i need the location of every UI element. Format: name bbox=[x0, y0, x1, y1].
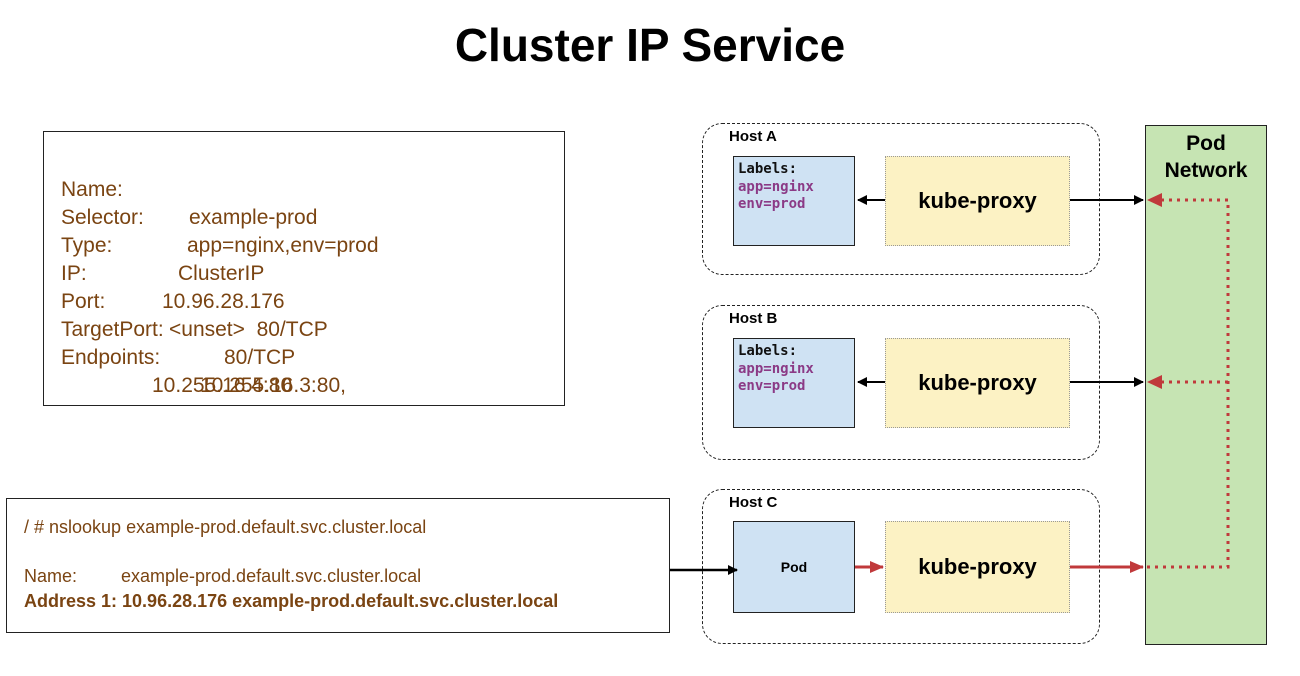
nslookup-name-value: example-prod.default.svc.cluster.local bbox=[121, 566, 422, 586]
service-name-row: Name: example-prod bbox=[44, 148, 564, 229]
service-targetport-key: TargetPort: bbox=[61, 318, 164, 341]
service-name-value: example-prod bbox=[189, 206, 318, 229]
host-b-title: Host B bbox=[729, 310, 778, 327]
pod-network: Pod Network bbox=[1145, 125, 1267, 645]
host-c-kube-proxy: kube-proxy bbox=[885, 521, 1070, 613]
pod-network-route-head-a bbox=[1147, 193, 1162, 207]
host-b-label-app: app=nginx bbox=[738, 361, 814, 377]
service-ip-row: IP: 10.96.28.176 bbox=[44, 232, 564, 313]
nslookup-name-key: Name: bbox=[24, 566, 78, 586]
service-endpoints-row-2: 10.255.16.4:80 bbox=[44, 344, 564, 397]
service-selector-row: Selector: app=nginx,env=prod bbox=[44, 176, 564, 257]
service-ip-value: 10.96.28.176 bbox=[162, 290, 285, 313]
pod-network-route-head-b bbox=[1147, 375, 1162, 389]
service-targetport-value: 80/TCP bbox=[224, 346, 296, 369]
service-name-key: Name: bbox=[61, 178, 123, 201]
pod-network-label-line2: Network bbox=[1164, 159, 1248, 182]
service-endpoint-2: 10.255.16.4:80 bbox=[152, 374, 293, 397]
service-selector-key: Selector: bbox=[61, 206, 144, 229]
nslookup-output-box: / # nslookup example-prod.default.svc.cl… bbox=[6, 498, 670, 633]
service-port-row: Port: <unset> 80/TCP bbox=[44, 260, 564, 341]
service-targetport-row: TargetPort: 80/TCP bbox=[44, 288, 564, 369]
host-a-kube-proxy: kube-proxy bbox=[885, 156, 1070, 246]
nslookup-command: / # nslookup example-prod.default.svc.cl… bbox=[24, 517, 427, 537]
service-port-key: Port: bbox=[61, 290, 106, 313]
service-endpoints-key: Endpoints: bbox=[61, 346, 161, 369]
host-b-labels-box: Labels: app=nginx env=prod bbox=[733, 338, 855, 428]
service-selector-value: app=nginx,env=prod bbox=[187, 234, 379, 257]
host-a-labels-title: Labels: bbox=[738, 161, 798, 177]
service-endpoint-1: 10.255.16.3:80, bbox=[200, 374, 346, 397]
service-port-value: <unset> 80/TCP bbox=[169, 318, 328, 341]
host-b-kube-proxy: kube-proxy bbox=[885, 338, 1070, 428]
service-ip-key: IP: bbox=[61, 262, 87, 285]
service-type-row: Type: ClusterIP bbox=[44, 204, 564, 285]
host-a-label-app: app=nginx bbox=[738, 179, 814, 195]
host-a-title: Host A bbox=[729, 128, 777, 145]
service-type-key: Type: bbox=[61, 234, 113, 257]
nslookup-address: Address 1: 10.96.28.176 example-prod.def… bbox=[24, 591, 559, 611]
host-a-labels-box: Labels: app=nginx env=prod bbox=[733, 156, 855, 246]
host-a-label-env: env=prod bbox=[738, 196, 806, 212]
service-type-value: ClusterIP bbox=[178, 262, 265, 285]
service-endpoints-row: Endpoints: 10.255.16.3:80, bbox=[44, 316, 564, 397]
service-description-box: Name: example-prod Selector: app=nginx,e… bbox=[43, 131, 565, 406]
host-c-title: Host C bbox=[729, 494, 778, 511]
pod-network-label-line1: Pod bbox=[1186, 132, 1226, 155]
pod-network-label: Pod Network bbox=[1146, 130, 1266, 184]
host-b-labels-title: Labels: bbox=[738, 343, 798, 359]
page-title: Cluster IP Service bbox=[454, 19, 846, 71]
host-b-label-env: env=prod bbox=[738, 378, 806, 394]
host-c-pod: Pod bbox=[733, 521, 855, 613]
